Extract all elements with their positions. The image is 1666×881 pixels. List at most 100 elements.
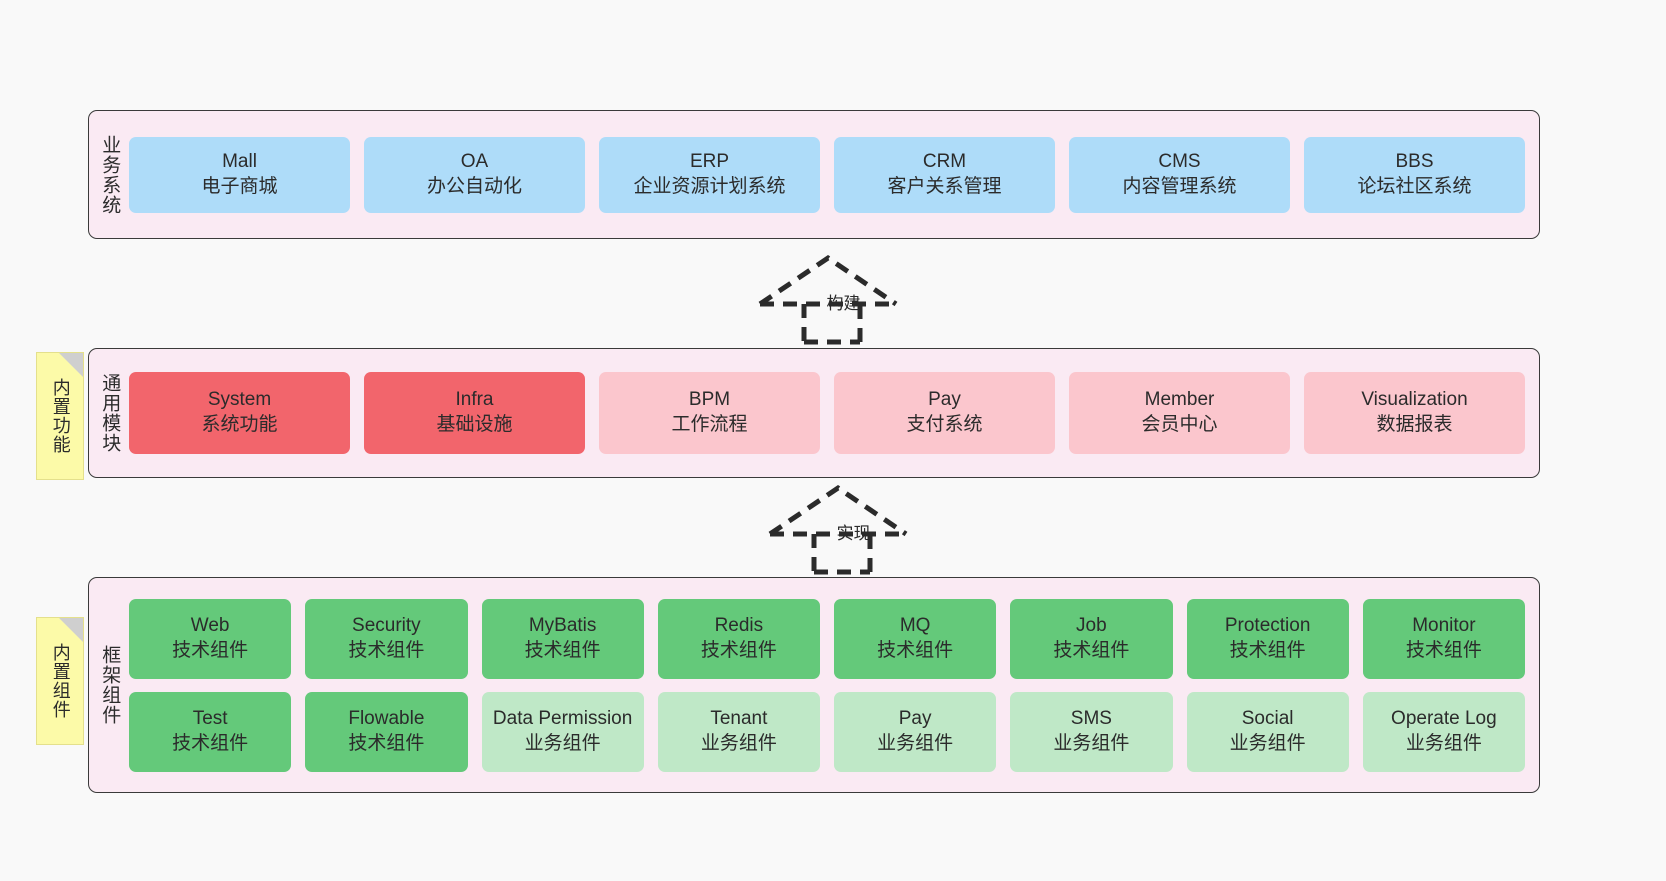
common-modules-layer-label: 通用模块 <box>99 373 121 453</box>
card-bpm-desc: 工作流程 <box>671 414 748 435</box>
card-member[interactable]: Member 会员中心 <box>1069 372 1290 454</box>
card-infra-desc: 基础设施 <box>436 414 513 435</box>
card-monitor-name: Monitor <box>1412 614 1476 636</box>
card-cms-desc: 内容管理系统 <box>1122 175 1237 197</box>
business-systems-row: Mall 电子商城 OA 办公自动化 ERP 企业资源计划系统 CRM 客户关系… <box>129 136 1525 213</box>
card-security-desc: 技术组件 <box>348 639 425 661</box>
card-tenant-desc: 业务组件 <box>700 732 777 754</box>
card-tenant-name: Tenant <box>710 707 768 729</box>
card-protection-desc: 技术组件 <box>1229 639 1306 661</box>
card-erp-desc: 企业资源计划系统 <box>633 175 786 197</box>
common-modules-layer: 通用模块 System 系统功能 Infra 基础设施 BPM 工作流程 Pay… <box>88 348 1540 478</box>
sticky-note-built-in-functions-label: 内置功能 <box>50 378 71 454</box>
card-mall-desc: 电子商城 <box>201 175 278 197</box>
card-monitor-desc: 技术组件 <box>1405 639 1482 661</box>
sticky-note-built-in-functions: 内置功能 <box>36 352 84 480</box>
card-pay-component-desc: 业务组件 <box>877 732 954 754</box>
card-sms-name: SMS <box>1070 707 1112 729</box>
card-flowable[interactable]: Flowable 技术组件 <box>305 691 468 772</box>
framework-business-row: Test 技术组件 Flowable 技术组件 Data Permission … <box>129 691 1525 772</box>
card-web[interactable]: Web 技术组件 <box>129 598 292 679</box>
card-web-name: Web <box>190 614 230 636</box>
card-operate-log[interactable]: Operate Log 业务组件 <box>1362 691 1525 772</box>
card-operate-log-desc: 业务组件 <box>1405 732 1482 754</box>
card-pay-component-name: Pay <box>898 707 932 729</box>
card-crm-desc: 客户关系管理 <box>887 175 1002 197</box>
connector-implement-label: 实现 <box>836 524 871 543</box>
card-test[interactable]: Test 技术组件 <box>129 691 292 772</box>
card-infra[interactable]: Infra 基础设施 <box>364 372 585 454</box>
card-redis[interactable]: Redis 技术组件 <box>657 598 820 679</box>
card-protection-name: Protection <box>1224 614 1311 636</box>
card-system[interactable]: System 系统功能 <box>129 372 350 454</box>
card-job[interactable]: Job 技术组件 <box>1010 598 1173 679</box>
connector-implement: 实现 <box>762 482 938 575</box>
card-infra-name: Infra <box>455 389 494 411</box>
card-sms-desc: 业务组件 <box>1053 732 1130 754</box>
card-member-desc: 会员中心 <box>1141 414 1218 435</box>
card-protection[interactable]: Protection 技术组件 <box>1186 598 1349 679</box>
card-pay-module[interactable]: Pay 支付系统 <box>834 372 1055 454</box>
card-security-name: Security <box>352 614 421 636</box>
card-data-permission-desc: 业务组件 <box>524 732 601 754</box>
card-erp-name: ERP <box>689 150 730 172</box>
card-visualization-name: Visualization <box>1361 389 1468 411</box>
card-system-name: System <box>207 389 272 411</box>
business-systems-layer: 业务系统 Mall 电子商城 OA 办公自动化 ERP 企业资源计划系统 CRM… <box>88 110 1540 239</box>
card-mq-desc: 技术组件 <box>877 639 954 661</box>
card-bbs-desc: 论坛社区系统 <box>1357 175 1472 197</box>
business-systems-body: Mall 电子商城 OA 办公自动化 ERP 企业资源计划系统 CRM 客户关系… <box>129 111 1539 238</box>
card-mq[interactable]: MQ 技术组件 <box>834 598 997 679</box>
card-mybatis[interactable]: MyBatis 技术组件 <box>481 598 644 679</box>
card-bbs-name: BBS <box>1395 150 1434 172</box>
card-visualization-desc: 数据报表 <box>1376 414 1453 435</box>
common-modules-row: System 系统功能 Infra 基础设施 BPM 工作流程 Pay 支付系统… <box>129 372 1525 454</box>
sticky-note-built-in-components-label: 内置组件 <box>50 643 71 719</box>
card-crm[interactable]: CRM 客户关系管理 <box>834 136 1055 213</box>
card-test-desc: 技术组件 <box>172 732 249 754</box>
card-oa[interactable]: OA 办公自动化 <box>364 136 585 213</box>
framework-tech-row: Web 技术组件 Security 技术组件 MyBatis 技术组件 Redi… <box>129 598 1525 679</box>
card-visualization[interactable]: Visualization 数据报表 <box>1304 372 1525 454</box>
card-erp[interactable]: ERP 企业资源计划系统 <box>599 136 820 213</box>
card-pay-module-desc: 支付系统 <box>906 414 983 435</box>
card-bpm[interactable]: BPM 工作流程 <box>599 372 820 454</box>
card-system-desc: 系统功能 <box>201 414 278 435</box>
card-mq-name: MQ <box>899 614 931 636</box>
card-oa-desc: 办公自动化 <box>426 175 522 197</box>
card-flowable-desc: 技术组件 <box>348 732 425 754</box>
card-mall[interactable]: Mall 电子商城 <box>129 136 350 213</box>
card-redis-name: Redis <box>714 614 764 636</box>
card-oa-name: OA <box>460 150 489 172</box>
card-job-name: Job <box>1076 614 1107 636</box>
card-data-permission[interactable]: Data Permission 业务组件 <box>481 691 644 772</box>
card-crm-name: CRM <box>922 150 967 172</box>
card-mybatis-name: MyBatis <box>528 614 597 636</box>
card-bbs[interactable]: BBS 论坛社区系统 <box>1304 136 1525 213</box>
sticky-note-built-in-components: 内置组件 <box>36 617 84 745</box>
connector-build-label: 构建 <box>826 294 861 313</box>
card-pay-component[interactable]: Pay 业务组件 <box>834 691 997 772</box>
card-cms[interactable]: CMS 内容管理系统 <box>1069 136 1290 213</box>
card-social[interactable]: Social 业务组件 <box>1186 691 1349 772</box>
connector-build: 构建 <box>752 252 928 345</box>
card-mall-name: Mall <box>222 150 257 172</box>
business-systems-layer-label: 业务系统 <box>99 134 121 215</box>
card-pay-module-name: Pay <box>928 389 961 411</box>
card-job-desc: 技术组件 <box>1053 639 1130 661</box>
card-flowable-name: Flowable <box>348 707 425 729</box>
framework-components-layer-label: 框架组件 <box>99 645 121 725</box>
card-tenant[interactable]: Tenant 业务组件 <box>657 691 820 772</box>
card-security[interactable]: Security 技术组件 <box>305 598 468 679</box>
framework-components-layer: 框架组件 Web 技术组件 Security 技术组件 MyBatis 技术组件… <box>88 577 1540 793</box>
card-redis-desc: 技术组件 <box>700 639 777 661</box>
card-mybatis-desc: 技术组件 <box>524 639 601 661</box>
framework-components-body: Web 技术组件 Security 技术组件 MyBatis 技术组件 Redi… <box>129 578 1539 792</box>
card-sms[interactable]: SMS 业务组件 <box>1010 691 1173 772</box>
card-cms-name: CMS <box>1158 150 1201 172</box>
card-web-desc: 技术组件 <box>172 639 249 661</box>
card-data-permission-name: Data Permission <box>492 707 633 729</box>
card-monitor[interactable]: Monitor 技术组件 <box>1362 598 1525 679</box>
card-operate-log-name: Operate Log <box>1391 707 1497 729</box>
